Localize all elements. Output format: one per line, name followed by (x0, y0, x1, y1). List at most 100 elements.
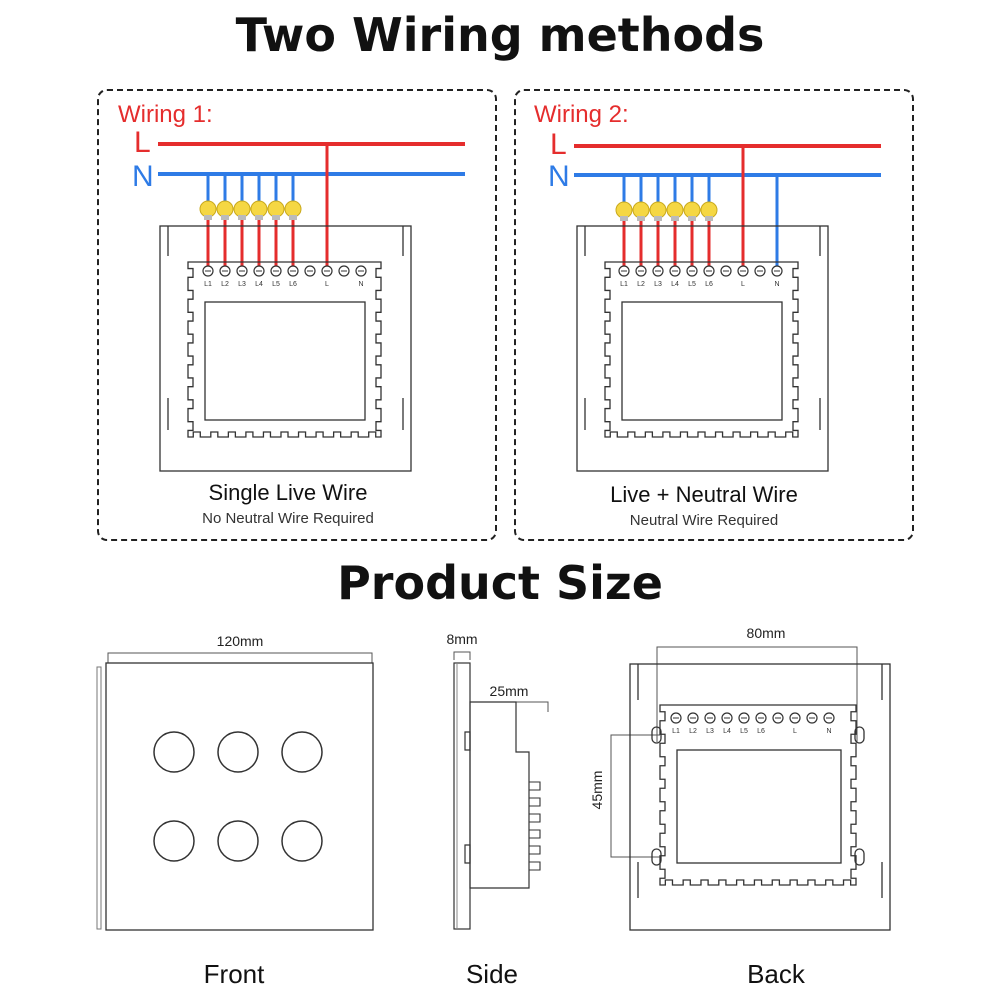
switch-button-icon[interactable] (217, 731, 259, 773)
bulb-icon (267, 200, 285, 220)
side-view: 8mm 25mm (446, 631, 549, 930)
side-depth-label: 8mm (446, 631, 477, 647)
screw-terminal-icon (823, 712, 835, 724)
terminal-label: L1 (620, 281, 628, 288)
bulb-icon (700, 201, 718, 221)
wiring-1-subcaption: No Neutral Wire Required (202, 510, 374, 527)
terminal-label: L4 (723, 728, 731, 735)
wiring-2-caption: Live + Neutral Wire (610, 482, 798, 507)
wiring-2-subcaption: Neutral Wire Required (630, 512, 778, 529)
back-height-label: 45mm (589, 771, 605, 810)
screw-terminal-icon (670, 712, 682, 724)
wiring-2-panel (514, 89, 914, 541)
side-body (469, 701, 530, 889)
wiring-1-caption: Single Live Wire (209, 480, 368, 505)
wiring-1-switch-back (159, 225, 412, 472)
wiring-1-line-l-label: L (134, 126, 151, 159)
screw-terminal-icon (338, 265, 350, 277)
switch-button-icon[interactable] (217, 820, 259, 862)
screw-terminal-icon (755, 712, 767, 724)
front-buttons (153, 731, 323, 862)
back-panel (629, 663, 891, 931)
terminal-label: L (741, 281, 745, 288)
terminal-label: L (793, 728, 797, 735)
bulb-icon (199, 200, 217, 220)
front-width-label: 120mm (217, 633, 264, 649)
side-body-dimension-line (469, 701, 549, 712)
switch-button-icon[interactable] (281, 731, 323, 773)
screw-terminal-icon (236, 265, 248, 277)
wiring-2-switch-back (576, 225, 829, 472)
screw-terminal-icon (738, 712, 750, 724)
wiring-1-panel (97, 89, 497, 541)
terminal-label: L5 (688, 281, 696, 288)
back-view-label: Back (747, 959, 806, 989)
terminal-label: N (774, 281, 779, 288)
side-clips (464, 731, 471, 864)
terminal-label: L1 (672, 728, 680, 735)
screw-terminal-icon (754, 265, 766, 277)
switch-button-icon[interactable] (153, 820, 195, 862)
terminal-label: L2 (689, 728, 697, 735)
screw-terminal-icon (321, 265, 333, 277)
screw-terminal-icon (652, 265, 664, 277)
switch-button-icon[interactable] (281, 820, 323, 862)
front-view-label: Front (204, 959, 265, 989)
bulb-icon (216, 200, 234, 220)
front-panel-edge (96, 666, 102, 930)
switch-button-icon[interactable] (153, 731, 195, 773)
side-fins (529, 781, 541, 871)
terminal-label: L3 (238, 281, 246, 288)
wiring-2-load-wires (615, 175, 718, 271)
terminal-label: L (325, 281, 329, 288)
terminal-label: L2 (637, 281, 645, 288)
screw-terminal-icon (355, 265, 367, 277)
screw-terminal-icon (635, 265, 647, 277)
page-title: Two Wiring methods (235, 8, 765, 62)
back-frame (659, 704, 857, 886)
terminal-label: N (358, 281, 363, 288)
screw-terminal-icon (669, 265, 681, 277)
wiring-1-line-n-label: N (132, 160, 154, 193)
screw-terminal-icon (618, 265, 630, 277)
bulb-icon (250, 200, 268, 220)
screw-terminal-icon (686, 265, 698, 277)
screw-terminal-icon (687, 712, 699, 724)
bulb-icon (632, 201, 650, 221)
side-panel-glass (453, 662, 471, 930)
terminal-label: L3 (654, 281, 662, 288)
mount-hole-icon (854, 848, 865, 866)
front-view: 120mm (96, 633, 374, 931)
terminal-label: L6 (757, 728, 765, 735)
terminal-label: L4 (255, 281, 263, 288)
screw-terminal-icon (287, 265, 299, 277)
screw-terminal-icon (720, 265, 732, 277)
terminal-label: L5 (272, 281, 280, 288)
screw-terminal-icon (253, 265, 265, 277)
wiring-2-line-l-label: L (550, 128, 567, 161)
screw-terminal-icon (737, 265, 749, 277)
screw-terminal-icon (304, 265, 316, 277)
screw-terminal-icon (202, 265, 214, 277)
back-width-label: 80mm (747, 625, 786, 641)
back-module-window (676, 749, 842, 864)
front-panel (105, 662, 374, 931)
screw-terminal-icon (721, 712, 733, 724)
bulb-icon (666, 201, 684, 221)
wiring-1-label: Wiring 1: (118, 101, 213, 128)
product-size-title: Product Size (337, 556, 663, 610)
mount-hole-icon (854, 726, 865, 744)
side-body-label: 25mm (490, 683, 529, 699)
terminal-label: L4 (671, 281, 679, 288)
terminal-label: L6 (705, 281, 713, 288)
bulb-icon (615, 201, 633, 221)
wiring-1-load-wires (199, 174, 302, 271)
wiring-2-label: Wiring 2: (534, 101, 629, 128)
side-view-label: Side (466, 959, 518, 989)
